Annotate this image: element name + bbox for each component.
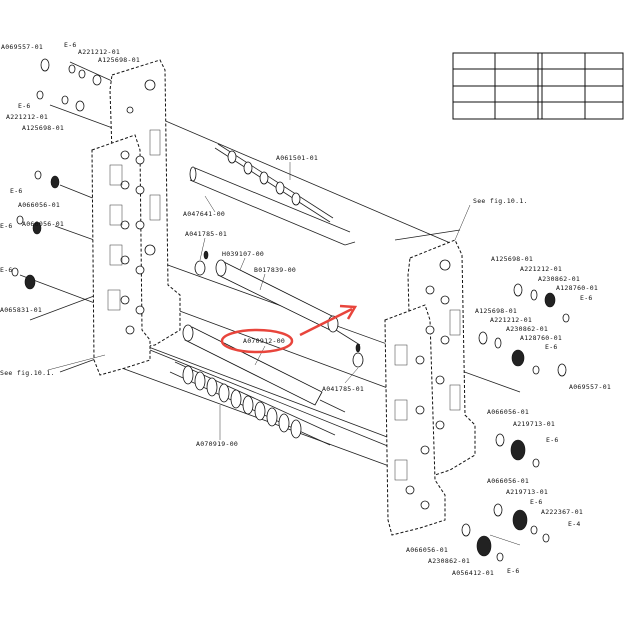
label-e6-l5: E-6 (0, 266, 13, 274)
label-a066056-r4: A066056-01 (487, 477, 529, 485)
label-a125698-l2: A125698-01 (22, 124, 64, 132)
label-e4: E-4 (568, 520, 581, 528)
label-see-fig-right: See fig.10.1. (473, 197, 528, 205)
label-a125698-tl: A125698-01 (98, 56, 140, 64)
label-a056412: A056412-01 (452, 569, 494, 577)
label-e6-l2: E-6 (18, 102, 31, 110)
label-e6-tl: E-6 (64, 41, 77, 49)
label-a221212-r1: A221212-01 (520, 265, 562, 273)
label-a066056-b: A066056-01 (406, 546, 448, 554)
bushing-parts (194, 250, 364, 368)
label-a065831: A065831-01 (0, 306, 42, 314)
label-e6-r2: E-6 (545, 343, 558, 351)
shaft-a061501 (214, 143, 334, 223)
label-a070912: A070912-00 (243, 337, 285, 345)
label-a066056-l3: A066056-01 (18, 201, 60, 209)
label-e6-b: E-6 (507, 567, 520, 575)
right-hardware (461, 283, 570, 562)
label-see-fig-left: See fig.10.1. (0, 369, 55, 377)
label-a041785-top: A041785-01 (185, 230, 227, 238)
highlight-annotation (220, 304, 358, 354)
roller-b017839 (215, 259, 361, 346)
label-a219713-r3: A219713-01 (513, 420, 555, 428)
left-hardware (11, 58, 102, 290)
label-e6-r1: E-6 (580, 294, 593, 302)
label-e6-l4: E-6 (0, 222, 13, 230)
label-a069557-tl: A069557-01 (1, 43, 43, 51)
highlight-arrow-shaft (299, 307, 353, 337)
highlight-ellipse (220, 328, 294, 354)
left-side-plate (91, 59, 181, 376)
label-a230862-b: A230862-01 (428, 557, 470, 565)
label-a219713-r4: A219713-01 (506, 488, 548, 496)
label-e6-l3: E-6 (10, 187, 23, 195)
label-a221212-tl: A221212-01 (78, 48, 120, 56)
label-b017839: B017839-00 (254, 266, 296, 274)
label-e6-r4: E-6 (530, 498, 543, 506)
label-e6-r3: E-6 (546, 436, 559, 444)
label-a128760-r1: A128760-01 (556, 284, 598, 292)
shaft-a047641 (189, 166, 356, 246)
label-a070919: A070919-00 (196, 440, 238, 448)
label-a047641: A047641-00 (183, 210, 225, 218)
label-a222367: A222367-01 (541, 508, 583, 516)
highlight-arrow-head (339, 304, 358, 320)
part-labels: A069557-01 E-6 A221212-01 A125698-01 E-6… (0, 41, 611, 577)
label-a069557-r: A069557-01 (569, 383, 611, 391)
label-a125698-r1: A125698-01 (491, 255, 533, 263)
label-a066056-l4: A066056-01 (22, 220, 64, 228)
reference-table (452, 52, 624, 120)
label-a230862-r1: A230862-01 (538, 275, 580, 283)
leader-lines (47, 162, 521, 546)
roller-a070919 (169, 361, 336, 446)
label-a066056-r3: A066056-01 (487, 408, 529, 416)
label-a125698-r2: A125698-01 (475, 307, 517, 315)
right-side-plate (384, 239, 476, 536)
label-a221212-r2: A221212-01 (490, 316, 532, 324)
label-a230862-r2: A230862-01 (506, 325, 548, 333)
label-h039107: H039107-00 (222, 250, 264, 258)
label-a061501: A061501-01 (276, 154, 318, 162)
label-a128760-r2: A128760-01 (520, 334, 562, 342)
label-a221212-l2: A221212-01 (6, 113, 48, 121)
label-a041785-bot: A041785-01 (322, 385, 364, 393)
roller-a070912 (182, 324, 346, 413)
